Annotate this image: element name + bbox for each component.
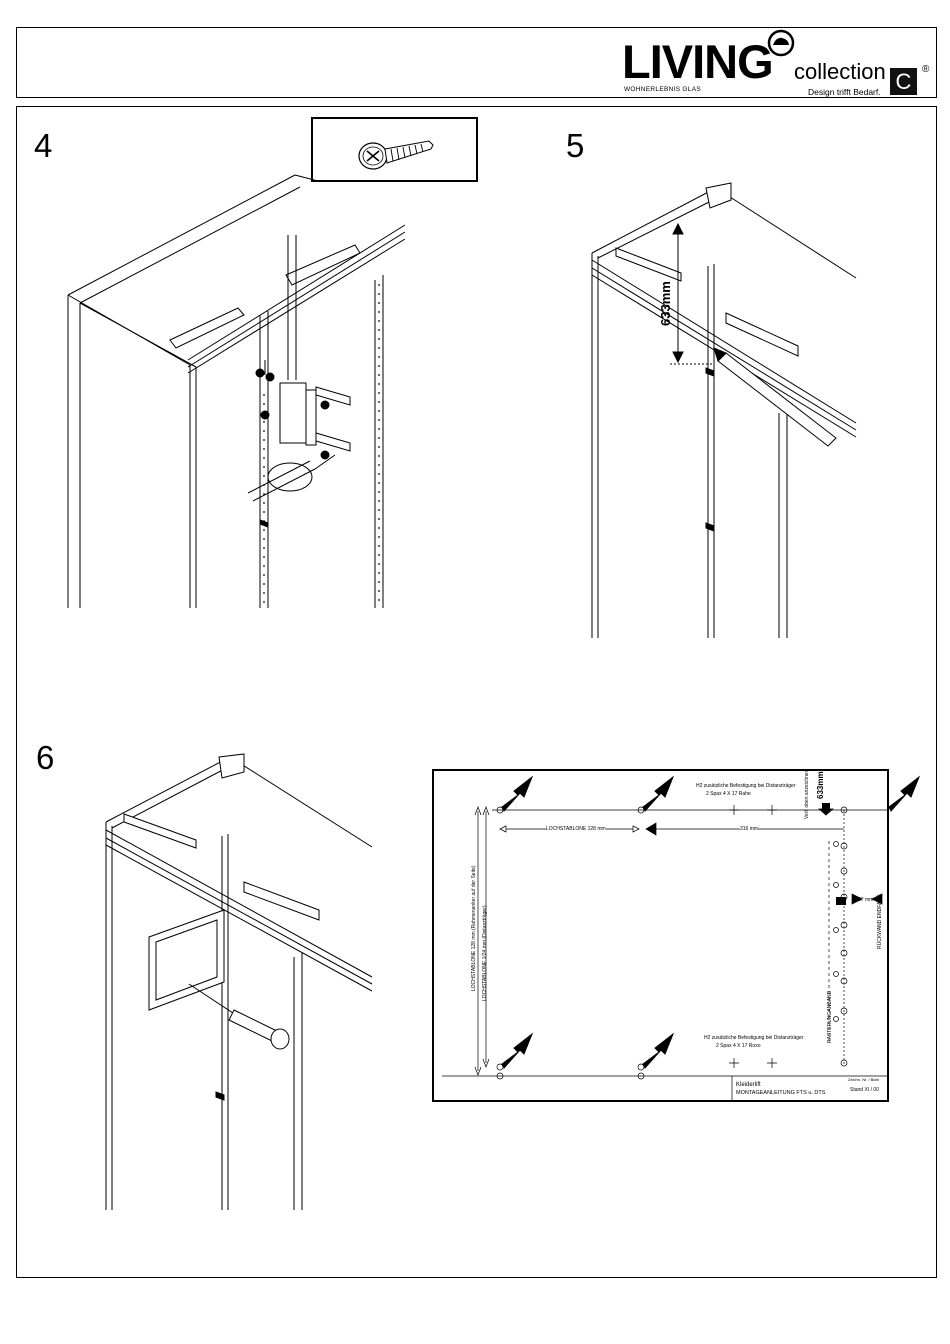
hole-dot [378, 482, 380, 484]
hole-dot [378, 329, 380, 331]
hole-dot [378, 320, 380, 322]
hole-dot [263, 547, 265, 549]
step-number-4: 4 [34, 127, 53, 164]
brand-subtitle: WOHNERLEBNIS GLAS [624, 86, 701, 93]
hole-dot [263, 412, 265, 414]
hole-dot [378, 536, 380, 538]
hole-dot [378, 437, 380, 439]
left-vlabel-2: LOCHSTABLONE 1/24 mm (Distanzträger) [482, 905, 488, 1002]
top-right-note: Verl. oben anzeichnen [804, 769, 810, 819]
hole-dot [378, 374, 380, 376]
hole-dot [378, 527, 380, 529]
hole-dot [263, 538, 265, 540]
hole-dot [378, 428, 380, 430]
footer-meta-line2: Stand XI / 00 [850, 1087, 879, 1093]
step-6-illustration [105, 753, 373, 1210]
hole-dot [263, 529, 265, 531]
brand-collection: collection [794, 59, 886, 84]
hole-dot [263, 556, 265, 558]
hole-dot [263, 457, 265, 459]
hole-dot [378, 491, 380, 493]
bottom-note-line1: H2 zusätzliche Befestigung bei Distanztr… [704, 1035, 804, 1041]
dim-37: 37 mm [858, 897, 874, 903]
brand-swirl-icon [767, 29, 795, 57]
hole-dot [263, 520, 265, 522]
hole-dot [378, 581, 380, 583]
hole-dot [378, 563, 380, 565]
right-vlabel-2: RASTERUNGANBAND [827, 990, 833, 1043]
hole-dot [378, 554, 380, 556]
hole-dot [378, 392, 380, 394]
hole-dot [378, 446, 380, 448]
header-frame [16, 27, 937, 98]
hole-dot [263, 430, 265, 432]
bottom-note-line2: 2 Spax 4 X 17 Roxo [716, 1043, 761, 1049]
hole-dot [263, 502, 265, 504]
left-vlabel-1: LOCHSTABLONE 128 mm (Rahmenanker auf der… [471, 865, 477, 991]
step-4-illustration [67, 174, 406, 608]
hole-dot [378, 500, 380, 502]
hole-dot [263, 475, 265, 477]
hole-dot [378, 419, 380, 421]
footer-subtitle: MONTAGEANLEITUNG FTS u. DTS [736, 1090, 826, 1096]
hole-dot [263, 601, 265, 603]
hole-dot [378, 356, 380, 358]
step-number-6: 6 [36, 739, 55, 776]
top-note-line1: H2 zusätzliche Befestigung bei Distanztr… [696, 783, 796, 789]
brand-logo-living: LIVING [622, 35, 774, 88]
hole-dot [263, 421, 265, 423]
hole-dot [378, 302, 380, 304]
screw-detail-box [311, 117, 478, 182]
hole-dot [263, 574, 265, 576]
right-vlabel-1: RÜCKWAND ENDFANG [877, 894, 883, 949]
pointer-arrows [501, 775, 921, 1069]
hole-dot [378, 455, 380, 457]
footer-meta-line1: Zeichn. Nr. / Blatt [848, 1077, 879, 1082]
measure-633-step5: 633mm [658, 281, 673, 326]
hole-dot [263, 439, 265, 441]
hole-dot [378, 347, 380, 349]
hole-dot [378, 338, 380, 340]
hole-dot [263, 592, 265, 594]
hole-dot [378, 365, 380, 367]
hole-dot [263, 394, 265, 396]
hole-dot [378, 545, 380, 547]
brand-c-logo: C [890, 68, 917, 95]
top-note-line2: 2 Spax 4 X 17 Rahe [706, 791, 751, 797]
hole-dot [263, 565, 265, 567]
hole-dot [378, 383, 380, 385]
screw-icon [358, 140, 434, 170]
hole-dot [263, 493, 265, 495]
hole-dot [378, 401, 380, 403]
hole-dot [263, 583, 265, 585]
hole-dot [378, 572, 380, 574]
dim-316: 316 mm [740, 826, 759, 832]
step-4-hole-dots [263, 284, 380, 603]
hole-dot [263, 448, 265, 450]
hole-dot [378, 284, 380, 286]
step-number-5: 5 [566, 127, 585, 164]
content-frame [16, 106, 937, 1278]
hole-dot [378, 464, 380, 466]
hole-dot [263, 403, 265, 405]
brand-registered-mark: ® [922, 64, 930, 75]
hole-dot [263, 511, 265, 513]
hole-dot [378, 473, 380, 475]
hole-dot [378, 509, 380, 511]
brand-tagline: Design trifft Bedarf. [808, 87, 881, 97]
hole-dot [378, 518, 380, 520]
footer-title: Kleiderlift [736, 1082, 761, 1088]
lochstab-label: LOCHSTABLONE 128 mm [546, 826, 606, 832]
hole-dot [378, 590, 380, 592]
hole-dot [378, 599, 380, 601]
hole-dot [263, 484, 265, 486]
step-5-illustration [591, 182, 857, 638]
measure-633-template: 633mm [816, 771, 825, 799]
hole-dot [378, 410, 380, 412]
hole-dot [378, 311, 380, 313]
hole-dot [263, 466, 265, 468]
drilling-template-drawing: H2 zusätzliche Befestigung bei Distanztr… [432, 769, 921, 1102]
hole-dot [378, 293, 380, 295]
